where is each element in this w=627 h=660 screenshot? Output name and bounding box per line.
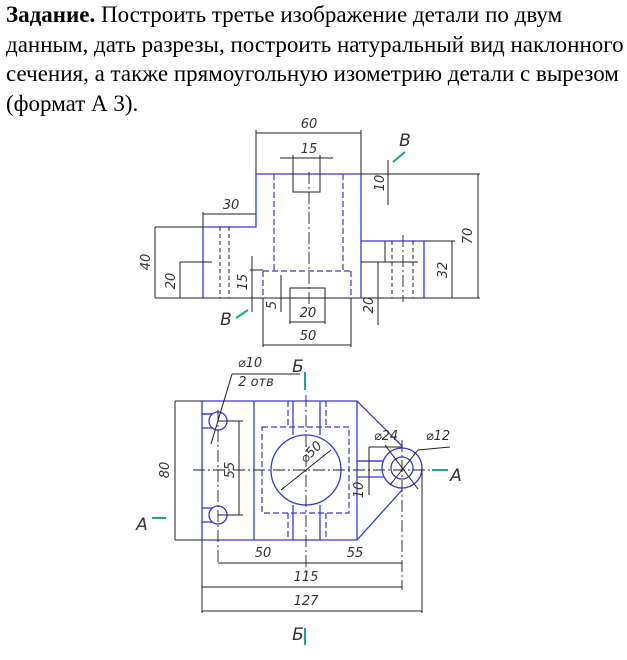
dim-10: 10 xyxy=(373,175,388,192)
dim-20-slot: 20 xyxy=(300,306,317,321)
section-label-b-bottom: Б xyxy=(292,625,304,645)
dim-70: 70 xyxy=(461,228,476,245)
dim-30: 30 xyxy=(223,198,240,213)
dim-20-left: 20 xyxy=(164,273,179,290)
dim-50: 50 xyxy=(300,329,317,344)
dim-d10: ⌀10 xyxy=(238,356,262,371)
dim-20-right: 20 xyxy=(362,297,377,314)
dim-15-slot: 15 xyxy=(301,142,318,157)
task-text: Задание. Построить третье изображение де… xyxy=(6,0,626,118)
top-view: ⌀10 2 отв 80 55 ⌀50 ⌀24 ⌀12 10 50 55 115… xyxy=(135,356,462,645)
dim-10-rib: 10 xyxy=(352,482,367,499)
dim-2-holes: 2 отв xyxy=(238,375,274,390)
section-label-a-right: А xyxy=(449,466,462,486)
dim-80: 80 xyxy=(158,462,173,479)
section-mark-v-bottom xyxy=(235,309,249,319)
section-mark-v-top xyxy=(392,151,406,163)
section-label-a-left: А xyxy=(135,515,148,535)
dim-d50: ⌀50 xyxy=(298,439,326,467)
dim-5: 5 xyxy=(265,301,280,309)
dim-d12: ⌀12 xyxy=(426,429,450,444)
section-label-v-top: В xyxy=(399,131,411,151)
dim-40: 40 xyxy=(139,254,154,271)
dim-55-vertical: 55 xyxy=(223,462,238,479)
dim-60: 60 xyxy=(301,117,318,132)
dim-32: 32 xyxy=(436,262,451,279)
dim-50-top: 50 xyxy=(255,546,272,561)
dim-127: 127 xyxy=(294,594,320,609)
top-outline xyxy=(201,400,403,541)
section-label-v-bottom: В xyxy=(220,310,232,330)
dim-115: 115 xyxy=(294,570,319,585)
dim-55-horizontal: 55 xyxy=(347,546,364,561)
task-title: Задание. xyxy=(6,2,96,27)
task-body: Построить третье изображение детали по д… xyxy=(6,2,624,116)
front-view: 60 15 10 70 30 40 20 15 5 20 50 20 32 В … xyxy=(139,117,480,347)
section-label-b-top: Б xyxy=(292,357,304,377)
dim-15: 15 xyxy=(236,274,251,291)
dim-d24: ⌀24 xyxy=(374,429,398,444)
